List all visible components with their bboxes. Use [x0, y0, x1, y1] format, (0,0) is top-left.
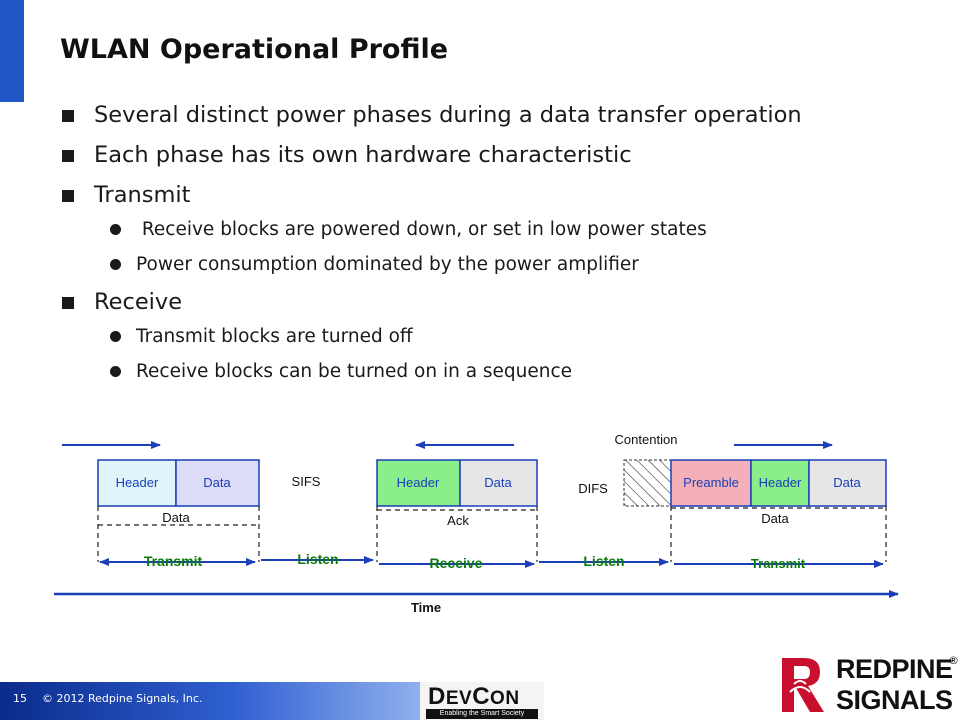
bullet-text: Transmit	[94, 182, 191, 208]
frame3-preamble-box	[670, 459, 752, 507]
bullet-item: Transmit	[62, 180, 922, 211]
copyright-text: © 2012 Redpine Signals, Inc.	[42, 692, 203, 705]
frame3-header-box	[750, 459, 810, 507]
frame3-header-label: Header	[759, 475, 802, 490]
sub-bullet-text: Transmit blocks are turned off	[136, 326, 413, 347]
frame2-header-label: Header	[397, 475, 440, 490]
frame1-header-label: Header	[116, 475, 159, 490]
contention-label: Contention	[615, 432, 678, 447]
devcon-tagline: Enabling the Smart Society	[426, 709, 538, 719]
bullet-text: Each phase has its own hardware characte…	[94, 142, 632, 168]
square-bullet-icon	[62, 110, 74, 122]
phase-label-listen: Listen	[297, 551, 338, 567]
sub-bullet-text: Power consumption dominated by the power…	[136, 254, 639, 275]
bullet-item: Receive	[62, 287, 922, 318]
frame3-data-label: Data	[833, 475, 861, 490]
timing-diagram-svg: Header Data Data SIFS Header Data Ack Co…	[54, 432, 899, 615]
left-accent-bar	[0, 0, 24, 102]
round-bullet-icon	[110, 259, 121, 270]
frame3-preamble-label: Preamble	[683, 475, 739, 490]
square-bullet-icon	[62, 190, 74, 202]
frame2-header-box	[376, 459, 461, 507]
redpine-logo-icon	[774, 652, 834, 720]
frame3-span-label: Data	[761, 511, 789, 526]
sub-bullet-item: Transmit blocks are turned off	[62, 324, 922, 350]
devcon-logo: DEVCON Enabling the Smart Society	[420, 682, 544, 720]
frame2-data-box	[459, 459, 538, 507]
page-number: 15	[13, 692, 27, 705]
round-bullet-icon	[110, 224, 121, 235]
slide-title: WLAN Operational Profile	[60, 34, 449, 65]
difs-label: DIFS	[578, 481, 608, 496]
frame2-data-label: Data	[484, 475, 512, 490]
footer-bar	[0, 682, 420, 720]
sub-bullet-item: Receive blocks can be turned on in a seq…	[62, 359, 922, 385]
frame1-data-label: Data	[203, 475, 231, 490]
bullet-text: Several distinct power phases during a d…	[94, 102, 802, 128]
square-bullet-icon	[62, 297, 74, 309]
round-bullet-icon	[110, 331, 121, 342]
sub-bullet-item: Power consumption dominated by the power…	[62, 252, 922, 278]
registered-mark: ®	[948, 654, 959, 667]
frame2-span-label: Ack	[447, 513, 469, 528]
phase-label-transmit-2: Transmit	[751, 556, 806, 571]
devcon-wordmark: DEVCON	[428, 683, 520, 710]
phase-label-receive: Receive	[430, 555, 483, 571]
round-bullet-icon	[110, 366, 121, 377]
wlan-timing-diagram: Header Data Data SIFS Header Data Ack Co…	[48, 426, 908, 630]
redpine-wordmark: REDPINE SIGNALS	[836, 654, 953, 715]
sifs-label: SIFS	[292, 474, 321, 489]
sub-bullet-item: Receive blocks are powered down, or set …	[62, 217, 922, 243]
frame1-header-box	[97, 459, 177, 507]
bullet-list: Several distinct power phases during a d…	[62, 100, 922, 394]
bullet-item: Several distinct power phases during a d…	[62, 100, 922, 131]
bullet-text: Receive	[94, 289, 183, 315]
bullet-item: Each phase has its own hardware characte…	[62, 140, 922, 171]
phase-label-listen-2: Listen	[583, 553, 624, 569]
frame3-data-box	[808, 459, 887, 507]
frame1-span-label: Data	[162, 510, 190, 525]
phase-label-transmit: Transmit	[144, 553, 203, 569]
frame1-data-box	[175, 459, 260, 507]
sub-bullet-text: Receive blocks are powered down, or set …	[136, 219, 707, 240]
square-bullet-icon	[62, 150, 74, 162]
sub-bullet-text: Receive blocks can be turned on in a seq…	[136, 361, 573, 382]
contention-hatch-box	[623, 459, 672, 507]
time-axis-label: Time	[411, 600, 441, 615]
